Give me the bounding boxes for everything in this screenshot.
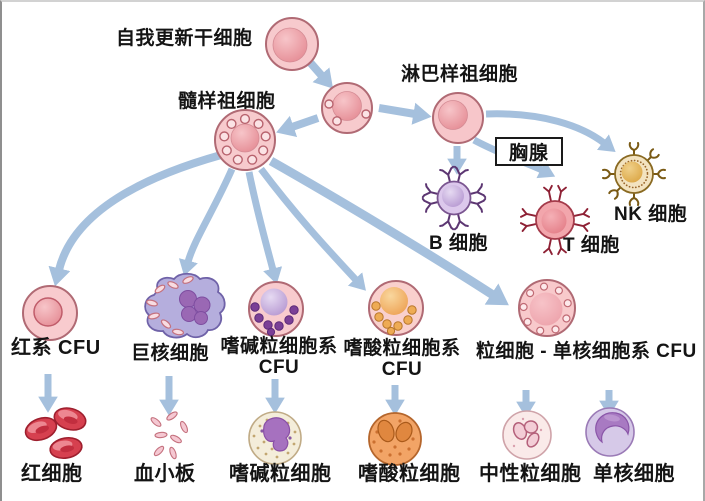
label-rbc: 红细胞 (21, 463, 83, 485)
label-monocyte: 单核细胞 (593, 463, 675, 485)
lymphoid-progenitor-cell (432, 92, 484, 144)
label-eosinophil-cfu-line1: 嗜酸粒细胞系 (343, 338, 461, 359)
label-basophil-cfu: 嗜碱粒细胞系 CFU (204, 336, 354, 378)
arrow-myeloid-to-eosinophil-cfu (258, 166, 366, 291)
b-cell (421, 165, 487, 231)
label-eosinophil-cfu: 嗜酸粒细胞系 CFU (327, 338, 477, 380)
basophil-cell (248, 411, 302, 465)
nk-cell (602, 142, 666, 206)
megakaryocyte-cell (144, 272, 226, 339)
label-eosinophil-cfu-line2: CFU (381, 359, 423, 380)
platelet-cluster (150, 411, 189, 460)
arrow-myeloid-to-basophil-cfu (245, 171, 283, 285)
myeloid-progenitor-cell (214, 109, 276, 171)
multipotent-cell (321, 82, 373, 134)
thymus-box: 胸腺 (495, 137, 563, 166)
arrow-multipotent-to-lymphoid (378, 102, 432, 125)
arrow-myeloid-to-erythroid-cfu (48, 151, 223, 287)
neutrophil-cell (502, 410, 552, 460)
eosinophil-cfu-cell (368, 280, 424, 336)
erythroid-cfu-cell (22, 285, 78, 341)
label-lymphoid-progenitor: 淋巴样祖细胞 (401, 64, 519, 85)
label-stem-cell: 自我更新干细胞 (116, 28, 253, 49)
arrow-myeloid-to-gm-cfu (268, 157, 509, 306)
stem-cell (265, 17, 319, 71)
label-thymus: 胸腺 (508, 143, 549, 164)
monocyte-cell (585, 407, 635, 457)
label-t-cell: T 细胞 (563, 235, 620, 256)
label-basophil: 嗜碱粒细胞 (229, 463, 332, 485)
label-basophil-cfu-line2: CFU (258, 357, 300, 378)
label-megakaryocyte: 巨核细胞 (131, 343, 210, 364)
t-cell (519, 184, 591, 256)
arrow-multipotent-to-myeloid (276, 114, 320, 138)
label-myeloid-progenitor: 髓样祖细胞 (178, 91, 276, 112)
label-b-cell: B 细胞 (429, 233, 489, 254)
arrow-lymphoid-to-nkcell (485, 110, 616, 152)
label-basophil-cfu-line1: 嗜碱粒细胞系 (220, 336, 338, 357)
rbc-cluster (24, 407, 87, 460)
label-nk-cell: NK 细胞 (614, 204, 688, 225)
arrow-myeloid-to-megakaryocyte (178, 167, 236, 277)
label-neutrophil: 中性粒细胞 (479, 463, 582, 485)
eosinophil-cell (368, 412, 422, 466)
label-eosinophil: 嗜酸粒细胞 (358, 463, 461, 485)
label-gm-cfu: 粒细胞 - 单核细胞系 CFU (476, 341, 697, 362)
basophil-cfu-cell (248, 281, 304, 337)
label-erythroid-cfu: 红系 CFU (11, 337, 101, 359)
label-platelets: 血小板 (134, 463, 196, 485)
gm-cfu-cell (518, 279, 576, 337)
